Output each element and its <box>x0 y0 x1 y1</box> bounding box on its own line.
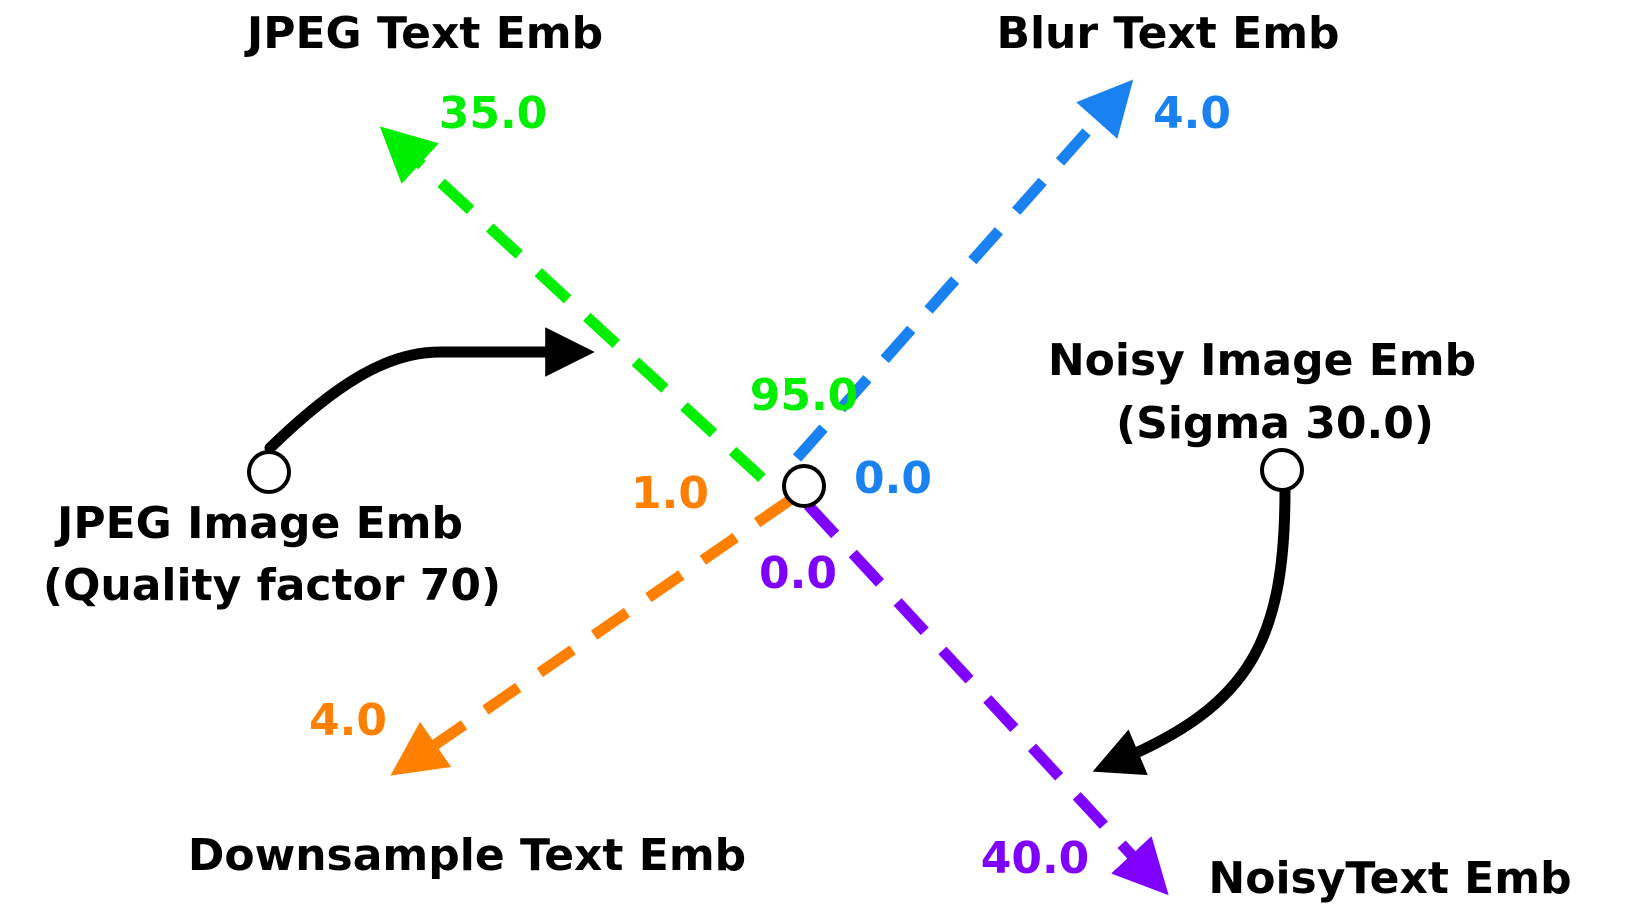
jpeg-image-arrow <box>264 327 595 454</box>
blur-text-label: Blur Text Emb <box>996 8 1339 59</box>
downsample-text-axis <box>390 495 794 776</box>
noisy-text-label: NoisyText Emb <box>1208 853 1571 904</box>
downsample-end-value: 4.0 <box>309 695 387 746</box>
blur-text-axis <box>792 79 1134 462</box>
jpeg-image-sublabel: (Quality factor 70) <box>43 560 501 611</box>
blur-start-value: 0.0 <box>854 453 932 504</box>
noisy-end-value: 40.0 <box>981 833 1090 884</box>
noisy-image-label: Noisy Image Emb <box>1048 335 1476 386</box>
noisy-text-axis <box>803 501 1169 896</box>
downsample-start-value: 1.0 <box>631 468 709 519</box>
noisy-start-value: 0.0 <box>759 548 837 599</box>
jpeg-text-label: JPEG Text Emb <box>244 8 603 59</box>
jpeg-start-value: 95.0 <box>750 370 859 421</box>
downsample-text-label: Downsample Text Emb <box>188 830 746 881</box>
noisy-image-sublabel: (Sigma 30.0) <box>1116 398 1434 449</box>
jpeg-image-label: JPEG Image Emb <box>54 498 463 549</box>
noisy-image-node <box>1260 448 1304 492</box>
blur-end-value: 4.0 <box>1153 88 1231 139</box>
jpeg-text-axis <box>379 126 766 483</box>
jpeg-image-node <box>247 450 291 494</box>
jpeg-end-value: 35.0 <box>439 88 548 139</box>
noisy-image-arrow <box>1092 484 1291 776</box>
origin-node <box>782 464 826 508</box>
